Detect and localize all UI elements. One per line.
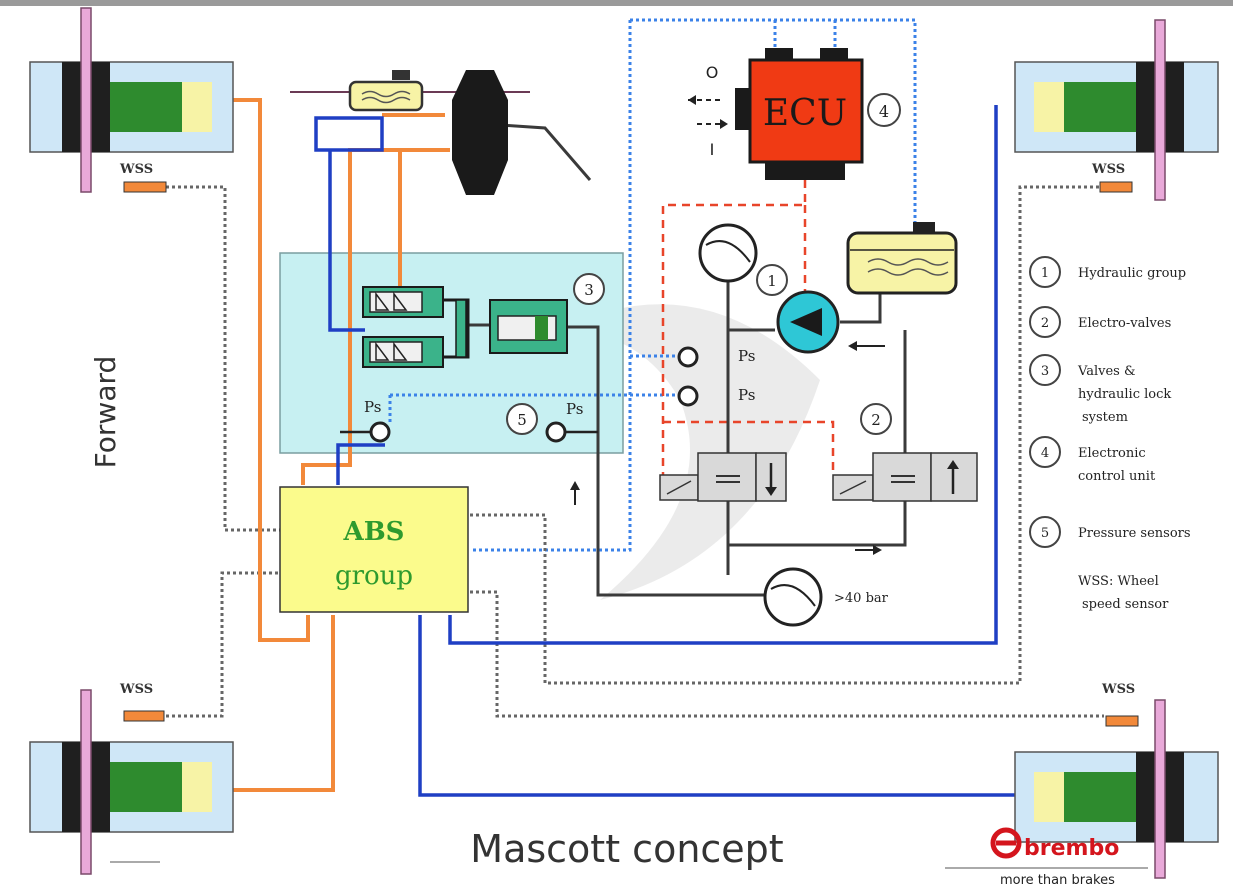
legend-num-3: 3: [1041, 364, 1049, 379]
pressure-gauge-top: [698, 223, 758, 283]
electro-valve-left: [659, 452, 787, 502]
electro-valve-right: [832, 452, 978, 502]
legend-text-1: Hydraulic group: [1078, 266, 1186, 281]
legend-text-3c: system: [1082, 410, 1128, 425]
legend-num-1: 1: [1041, 266, 1049, 281]
valve-wiring: [661, 180, 835, 475]
blue-brake-lines: [314, 105, 1040, 797]
wss-label-fl: WSS: [119, 162, 153, 177]
ps-label-4: Ps: [566, 400, 583, 418]
brand-tagline: more than brakes: [1000, 873, 1115, 888]
ecu-number: 4: [879, 102, 889, 121]
legend-text-4a: Electronic: [1078, 446, 1146, 461]
ps-label-2: Ps: [738, 386, 755, 404]
ps-label-3: Ps: [364, 398, 381, 416]
legend-circles: [1029, 256, 1061, 548]
brand-name: brembo: [1024, 836, 1119, 861]
number-badges: [506, 93, 901, 435]
legend-num-2: 2: [1041, 316, 1049, 331]
hydraulic-pump: [776, 290, 840, 354]
lock-cylinder: [489, 299, 568, 354]
legend-text-2: Electro-valves: [1078, 316, 1171, 331]
ecu-output-label: O: [706, 63, 719, 82]
top-strip: [0, 0, 1233, 6]
orange-brake-lines: [233, 98, 450, 792]
brembo-logo: [945, 827, 1148, 869]
wheel-front-right: [1014, 19, 1219, 201]
ecu-unit: [735, 48, 864, 180]
wheel-rear-left: [29, 689, 234, 875]
diagram-title: Mascott concept: [470, 827, 783, 871]
legend-text-5: Pressure sensors: [1078, 526, 1191, 541]
wss-note-1: WSS: Wheel: [1078, 574, 1159, 589]
wheel-front-left: [29, 7, 234, 193]
isolation-valves: [362, 286, 470, 368]
abs-title: ABS: [343, 517, 405, 547]
wss-label-fr: WSS: [1091, 162, 1125, 177]
badge-1: 1: [767, 272, 777, 290]
badge-2: 2: [871, 411, 881, 429]
brake-pedal-lever: [499, 123, 592, 181]
wss-note-2: speed sensor: [1082, 597, 1169, 612]
ps-label-1: Ps: [738, 347, 755, 365]
abs-subtitle: group: [335, 561, 413, 591]
legend-text-3b: hydraulic lock: [1078, 387, 1171, 402]
legend: 1 Hydraulic group 2 Electro-valves 3 Val…: [1041, 266, 1191, 612]
pressure-note: >40 bar: [834, 591, 889, 606]
ecu-wiring: [388, 18, 917, 552]
abs-group-block: [279, 486, 469, 613]
pressure-gauge-bottom: [763, 567, 823, 627]
wss-wiring: [166, 185, 1104, 718]
legend-text-4b: control unit: [1078, 469, 1156, 484]
hydraulic-pipes: [467, 280, 907, 597]
ecu-label: ECU: [763, 93, 847, 134]
legend-num-5: 5: [1041, 526, 1049, 541]
brake-booster: [452, 70, 508, 195]
reservoir-cap: [392, 70, 410, 80]
fluid-reservoir: [846, 222, 958, 295]
badge-5: 5: [517, 411, 527, 429]
wss-label-rr: WSS: [1101, 682, 1135, 697]
legend-num-4: 4: [1041, 446, 1049, 461]
background-swirl: [560, 304, 820, 600]
legend-text-3a: Valves &: [1077, 364, 1136, 379]
ecu-input-label: I: [710, 140, 715, 159]
wheel-rear-right: [1014, 699, 1219, 879]
forward-label: Forward: [89, 356, 122, 469]
wss-label-rl: WSS: [119, 682, 153, 697]
badge-3: 3: [584, 281, 594, 299]
